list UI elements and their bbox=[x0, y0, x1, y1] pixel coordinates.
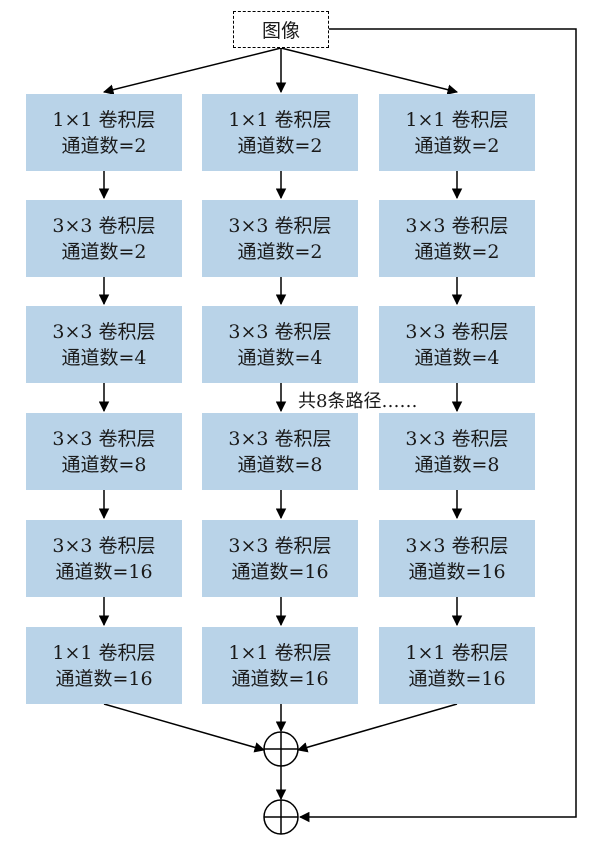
conv-channels-label: 通道数=16 bbox=[55, 560, 153, 583]
conv-kernel-label: 1×1 卷积层 bbox=[228, 108, 332, 131]
conv-channels-label: 通道数=4 bbox=[237, 346, 323, 369]
conv-layer-box: 1×1 卷积层通道数=16 bbox=[202, 627, 358, 704]
input-image-node: 图像 bbox=[233, 11, 329, 48]
conv-kernel-label: 3×3 卷积层 bbox=[405, 320, 509, 343]
conv-layer-box: 1×1 卷积层通道数=2 bbox=[26, 94, 182, 171]
input-to-path-arrow bbox=[280, 47, 459, 95]
conv-layer-box: 1×1 卷积层通道数=16 bbox=[26, 627, 182, 704]
conv-channels-label: 通道数=16 bbox=[231, 667, 329, 690]
conv-channels-label: 通道数=8 bbox=[414, 453, 500, 476]
conv-kernel-label: 1×1 卷积层 bbox=[405, 641, 509, 664]
input-to-path-arrow bbox=[102, 47, 282, 95]
conv-channels-label: 通道数=16 bbox=[55, 667, 153, 690]
paths-count-note: 共8条路径…… bbox=[298, 391, 418, 413]
conv-layer-box: 3×3 卷积层通道数=16 bbox=[202, 520, 358, 597]
conv-kernel-label: 3×3 卷积层 bbox=[405, 214, 509, 237]
conv-layer-box: 3×3 卷积层通道数=16 bbox=[26, 520, 182, 597]
conv-kernel-label: 1×1 卷积层 bbox=[52, 641, 156, 664]
conv-channels-label: 通道数=2 bbox=[61, 240, 147, 263]
conv-channels-label: 通道数=4 bbox=[414, 346, 500, 369]
conv-kernel-label: 3×3 卷积层 bbox=[52, 427, 156, 450]
conv-kernel-label: 3×3 卷积层 bbox=[228, 320, 332, 343]
conv-channels-label: 通道数=2 bbox=[61, 134, 147, 157]
conv-channels-label: 通道数=2 bbox=[237, 240, 323, 263]
conv-channels-label: 通道数=2 bbox=[237, 134, 323, 157]
conv-layer-box: 1×1 卷积层通道数=2 bbox=[202, 94, 358, 171]
path-to-sum-arrow bbox=[103, 703, 266, 753]
conv-channels-label: 通道数=16 bbox=[408, 560, 506, 583]
conv-kernel-label: 3×3 卷积层 bbox=[228, 534, 332, 557]
identity-shortcut-arrow bbox=[298, 28, 577, 823]
conv-channels-label: 通道数=8 bbox=[61, 453, 147, 476]
conv-layer-box: 3×3 卷积层通道数=8 bbox=[26, 413, 182, 490]
conv-layer-box: 3×3 卷积层通道数=4 bbox=[379, 306, 535, 383]
conv-channels-label: 通道数=2 bbox=[414, 240, 500, 263]
conv-layer-box: 3×3 卷积层通道数=16 bbox=[379, 520, 535, 597]
conv-kernel-label: 3×3 卷积层 bbox=[52, 534, 156, 557]
conv-kernel-label: 1×1 卷积层 bbox=[228, 641, 332, 664]
conv-layer-box: 3×3 卷积层通道数=2 bbox=[26, 200, 182, 277]
conv-layer-box: 1×1 卷积层通道数=2 bbox=[379, 94, 535, 171]
conv-kernel-label: 3×3 卷积层 bbox=[405, 427, 509, 450]
conv-kernel-label: 3×3 卷积层 bbox=[52, 320, 156, 343]
conv-channels-label: 通道数=2 bbox=[414, 134, 500, 157]
conv-kernel-label: 3×3 卷积层 bbox=[52, 214, 156, 237]
conv-layer-box: 3×3 卷积层通道数=8 bbox=[379, 413, 535, 490]
path-sum-node bbox=[263, 731, 299, 767]
conv-layer-box: 3×3 卷积层通道数=2 bbox=[202, 200, 358, 277]
conv-layer-box: 3×3 卷积层通道数=2 bbox=[379, 200, 535, 277]
conv-channels-label: 通道数=8 bbox=[237, 453, 323, 476]
conv-layer-box: 3×3 卷积层通道数=8 bbox=[202, 413, 358, 490]
conv-layer-box: 1×1 卷积层通道数=16 bbox=[379, 627, 535, 704]
input-image-label: 图像 bbox=[261, 20, 300, 42]
conv-kernel-label: 3×3 卷积层 bbox=[405, 534, 509, 557]
conv-kernel-label: 1×1 卷积层 bbox=[405, 108, 509, 131]
conv-layer-box: 3×3 卷积层通道数=4 bbox=[26, 306, 182, 383]
conv-layer-box: 3×3 卷积层通道数=4 bbox=[202, 306, 358, 383]
path-to-sum-arrow bbox=[296, 703, 458, 753]
conv-channels-label: 通道数=4 bbox=[61, 346, 147, 369]
residual-sum-node bbox=[263, 799, 299, 835]
conv-channels-label: 通道数=16 bbox=[408, 667, 506, 690]
conv-kernel-label: 3×3 卷积层 bbox=[228, 214, 332, 237]
conv-channels-label: 通道数=16 bbox=[231, 560, 329, 583]
conv-kernel-label: 3×3 卷积层 bbox=[228, 427, 332, 450]
conv-kernel-label: 1×1 卷积层 bbox=[52, 108, 156, 131]
